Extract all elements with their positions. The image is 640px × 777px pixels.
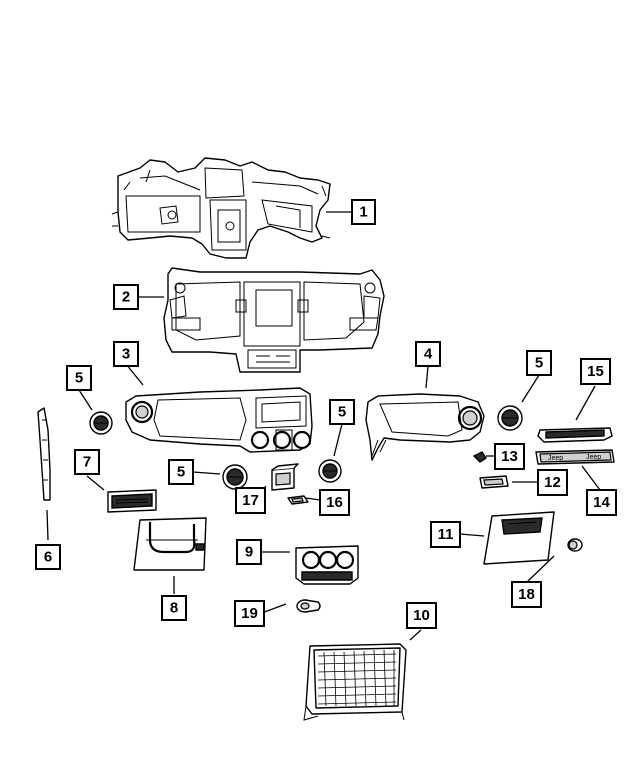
- part-12-latch-handle: [479, 475, 509, 489]
- svg-text:10: 10: [413, 607, 430, 624]
- part-9-hvac-controls: [295, 545, 359, 585]
- svg-text:19: 19: [241, 605, 258, 622]
- callout-2: 2: [113, 284, 139, 310]
- callout-1: 1: [351, 199, 376, 225]
- svg-text:5: 5: [338, 404, 346, 421]
- callout-15: 15: [580, 358, 611, 385]
- badge-brand-right: Jeep: [586, 454, 601, 461]
- callout-10: 10: [406, 602, 437, 629]
- svg-text:7: 7: [83, 454, 91, 471]
- part-5-air-vent-center-left: [222, 464, 248, 490]
- part-10-storage-bin: [303, 643, 407, 721]
- leader-15: [575, 385, 596, 421]
- leader-7: [86, 475, 105, 491]
- leader-5a: [78, 389, 93, 411]
- leader-11: [459, 533, 485, 537]
- leader-18: [526, 555, 555, 583]
- svg-text:9: 9: [245, 544, 253, 561]
- leader-5c: [333, 423, 343, 457]
- callout-5-center-right: 5: [329, 399, 355, 425]
- leader-5b: [192, 471, 221, 475]
- svg-text:14: 14: [593, 494, 610, 511]
- callout-6: 6: [35, 544, 61, 570]
- part-14-badge-trim: Jeep Jeep: [535, 449, 615, 465]
- callout-5-left: 5: [66, 365, 92, 391]
- callout-13: 13: [494, 443, 525, 470]
- leader-4: [425, 365, 429, 389]
- svg-text:5: 5: [535, 355, 543, 372]
- callout-5-right: 5: [526, 350, 552, 376]
- part-5-air-vent-center-right: [318, 459, 342, 483]
- callout-18: 18: [511, 581, 542, 608]
- callout-17: 17: [235, 487, 266, 514]
- callout-8: 8: [161, 595, 187, 621]
- svg-text:17: 17: [242, 492, 259, 509]
- part-15-upper-trim-bar: [537, 427, 613, 443]
- leader-16: [305, 497, 321, 501]
- leader-5d: [521, 374, 540, 403]
- leader-10: [409, 629, 422, 641]
- leader-3: [125, 363, 144, 386]
- part-4-passenger-panel: [365, 393, 485, 461]
- part-2-panel-cover: [163, 267, 385, 373]
- part-8-lower-cover: [133, 517, 207, 571]
- part-7-trim-bezel: [107, 489, 157, 513]
- callout-9: 9: [236, 539, 262, 565]
- svg-text:16: 16: [326, 494, 343, 511]
- svg-text:11: 11: [438, 526, 454, 543]
- callout-11: 11: [430, 521, 461, 548]
- svg-text:5: 5: [75, 370, 83, 387]
- leader-6: [46, 509, 49, 541]
- part-16-switch: [287, 495, 309, 505]
- callout-14: 14: [586, 489, 617, 516]
- callout-16: 16: [319, 489, 350, 516]
- svg-text:1: 1: [359, 204, 367, 221]
- svg-text:8: 8: [170, 600, 178, 617]
- svg-text:2: 2: [122, 289, 130, 306]
- part-5-air-vent-left: [89, 411, 113, 435]
- part-17-outlet-box: [271, 463, 299, 491]
- svg-text:18: 18: [518, 586, 535, 603]
- svg-text:3: 3: [122, 346, 130, 363]
- svg-text:5: 5: [177, 464, 185, 481]
- svg-text:6: 6: [44, 549, 52, 566]
- svg-text:13: 13: [501, 448, 518, 465]
- svg-text:4: 4: [424, 346, 433, 363]
- part-1-dash-frame: [111, 157, 331, 259]
- callout-3: 3: [113, 341, 139, 367]
- leader-14: [581, 465, 601, 491]
- badge-brand-left: Jeep: [548, 455, 563, 462]
- part-13-clip: [472, 451, 487, 463]
- part-18-knob: [567, 538, 583, 552]
- part-19-lighter-plug: [296, 599, 321, 613]
- part-6-side-trim: [37, 407, 51, 501]
- part-11-glove-box-door: [483, 511, 555, 565]
- callout-4: 4: [415, 341, 441, 367]
- callout-7: 7: [74, 449, 100, 475]
- callout-5-center-left: 5: [168, 459, 194, 485]
- callout-19: 19: [234, 600, 265, 627]
- svg-text:12: 12: [544, 474, 561, 491]
- storage-bin-mesh: [317, 649, 397, 707]
- part-3-cluster-bezel: [125, 387, 313, 453]
- callout-12: 12: [537, 469, 568, 496]
- part-5-air-vent-right: [497, 405, 523, 431]
- svg-text:15: 15: [587, 363, 604, 380]
